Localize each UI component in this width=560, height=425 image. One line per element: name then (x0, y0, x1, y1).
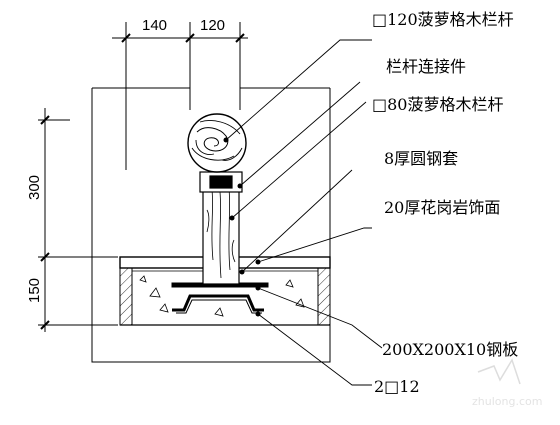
steel-sleeve (199, 171, 243, 193)
dim-150: 150 (26, 278, 43, 303)
label-rebar: 2□12 (374, 377, 420, 396)
leader-dots (223, 137, 261, 317)
left-dimension (38, 108, 118, 332)
top-dimension (112, 22, 248, 170)
label-connector: 栏杆连接件 (386, 57, 466, 76)
label-rail-120: □120菠萝格木栏杆 (372, 10, 514, 29)
round-rail (187, 113, 247, 173)
label-granite-finish: 20厚花岗岩饰面 (384, 198, 500, 217)
label-rail-80: □80菠萝格木栏杆 (372, 95, 503, 114)
watermark-logo: zhulong.com (472, 358, 542, 408)
dim-140: 140 (142, 17, 167, 34)
timber-post (202, 177, 240, 285)
concrete-aggregate (139, 275, 305, 317)
dim-120: 120 (200, 17, 225, 34)
leader-lines (225, 39, 383, 386)
watermark-text: zhulong.com (472, 395, 542, 408)
dim-300: 300 (26, 175, 43, 200)
label-steel-sleeve: 8厚圆钢套 (384, 149, 458, 168)
label-steel-plate: 200X200X10钢板 (382, 340, 518, 359)
